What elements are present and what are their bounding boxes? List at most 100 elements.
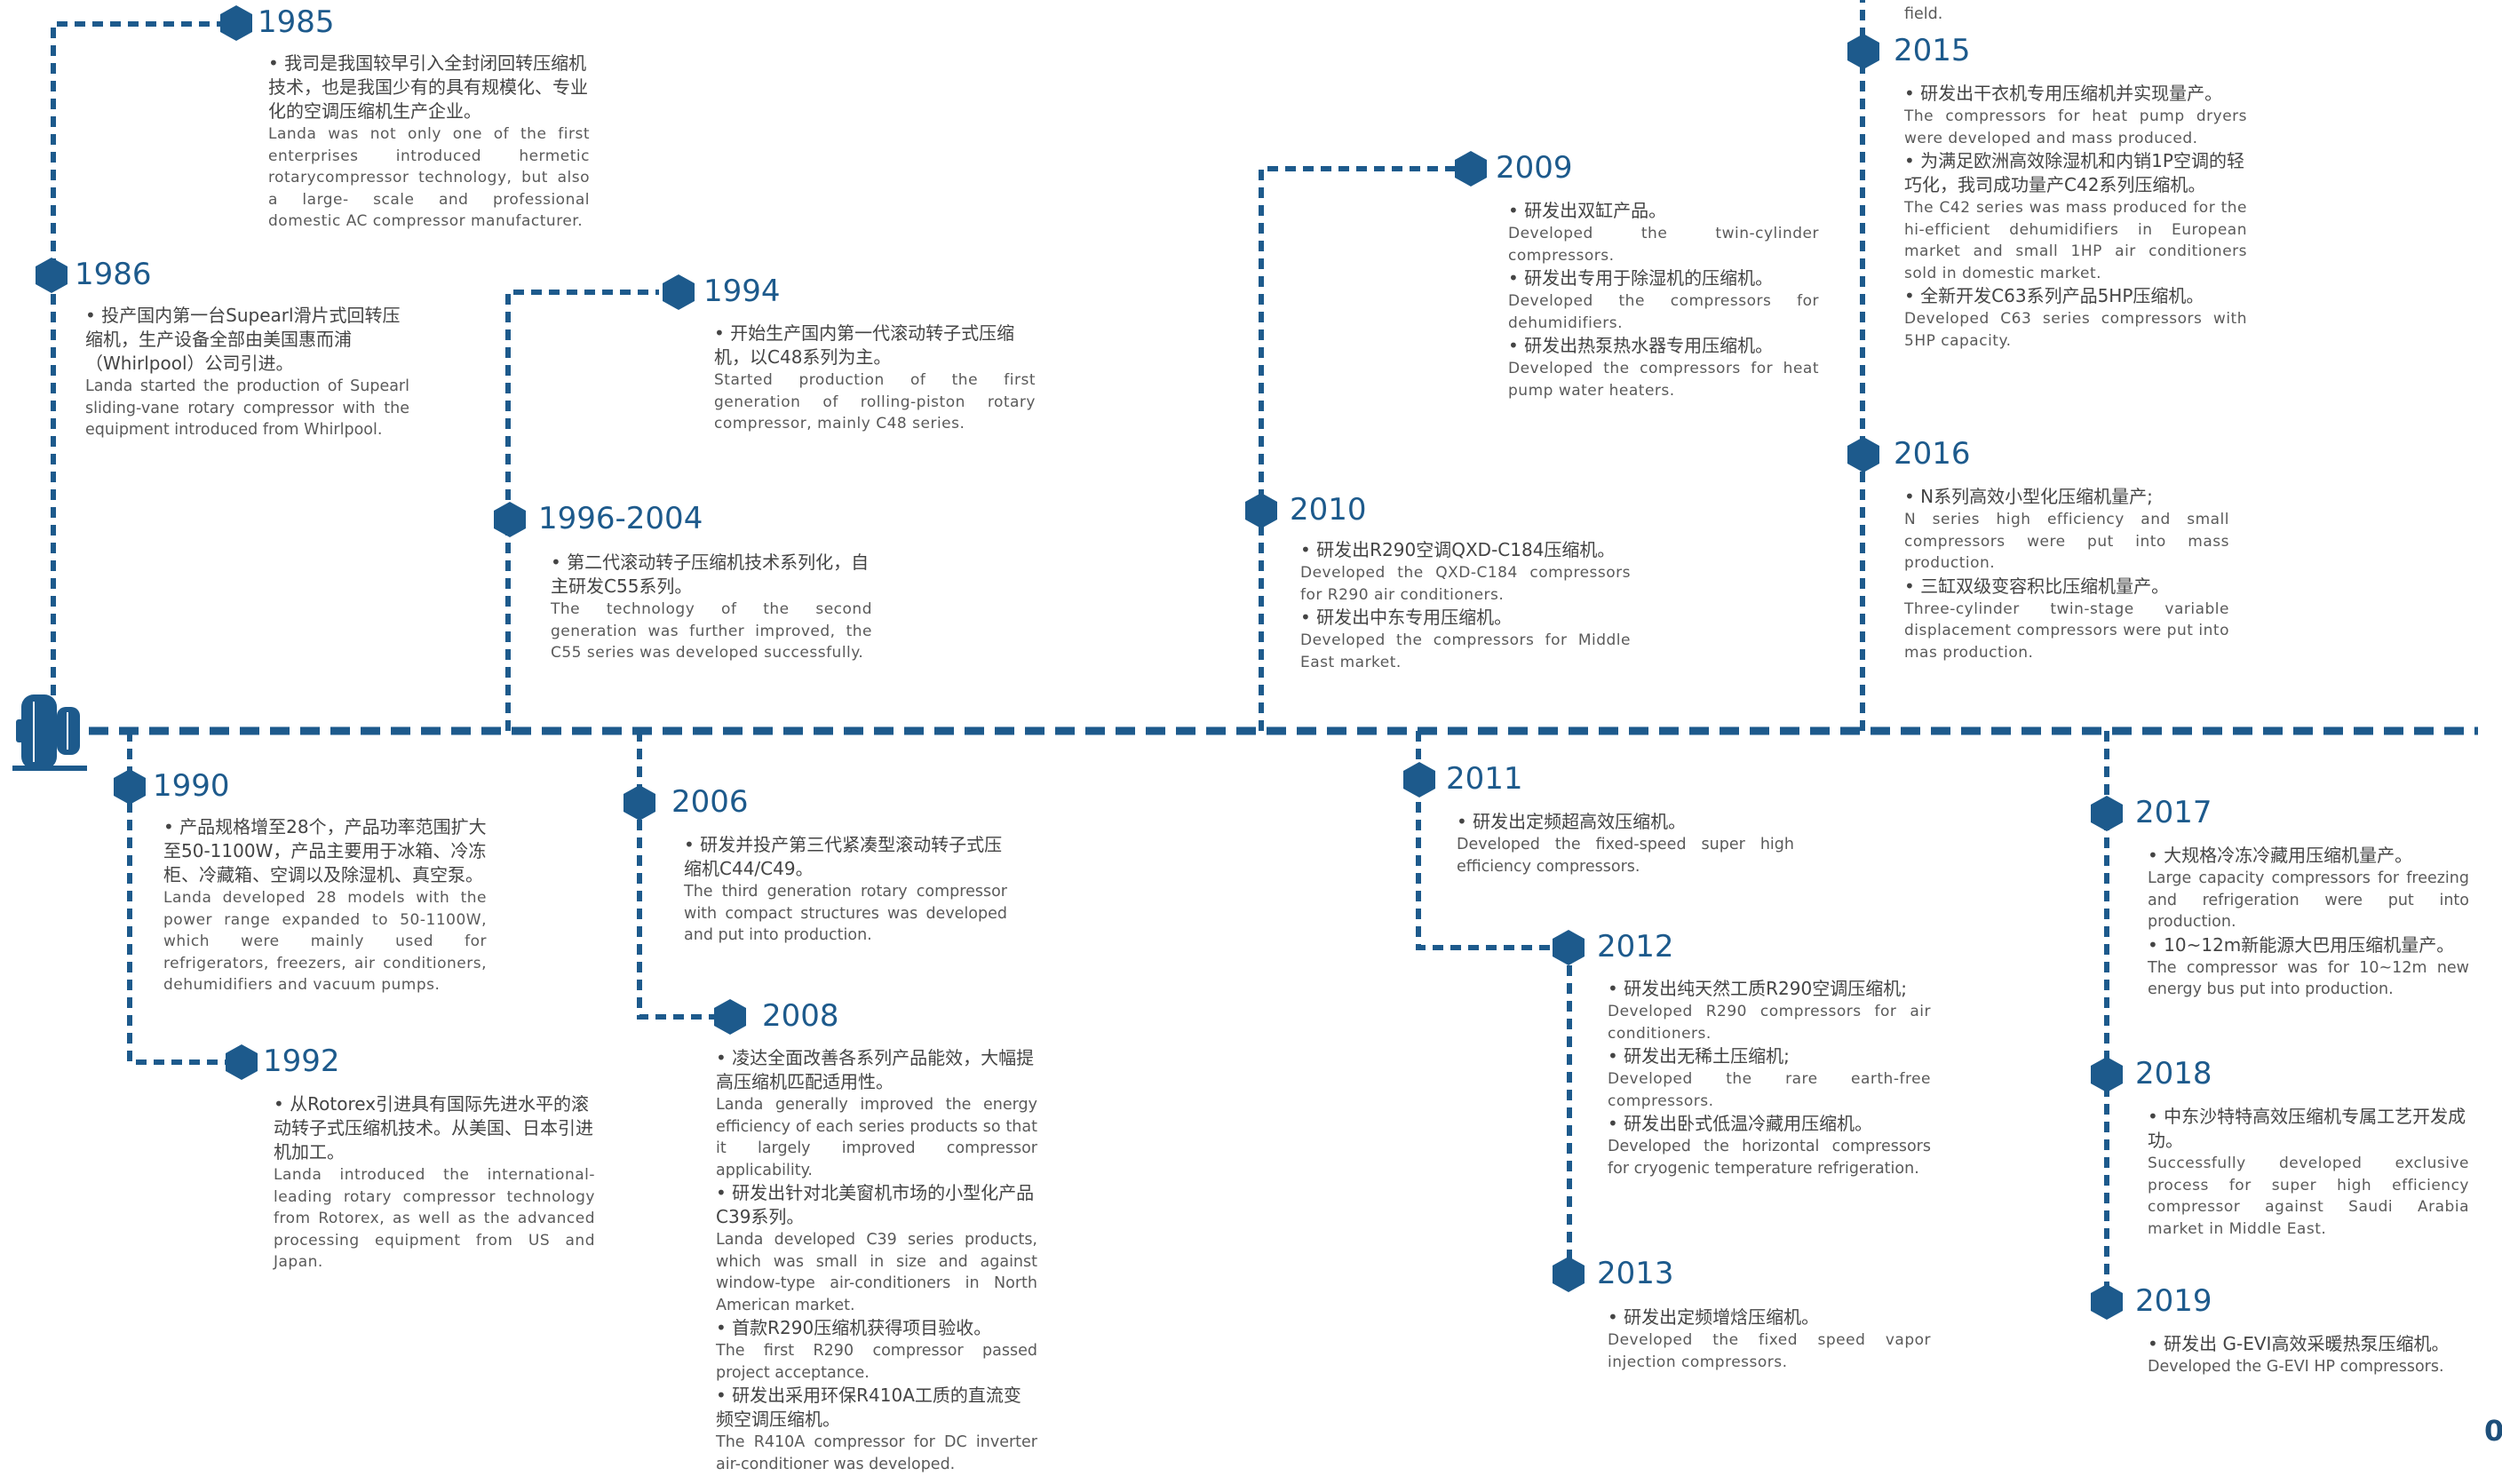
milestone-text-en: Developed the rare earth-free compressor… [1608, 1070, 1931, 1110]
milestone-text-en: The third generation rotary compressor w… [684, 883, 1007, 944]
milestone-text-en: The technology of the second generation … [551, 600, 872, 662]
milestone-description: • 研发出纯天然工质R290空调压缩机; Developed R290 comp… [1608, 977, 1931, 1179]
milestone-description: • 开始生产国内第一代滚动转子式压缩机，以C48系列为主。 Started pr… [714, 321, 1036, 435]
milestone-description: • 研发出定频增焓压缩机。 Developed the fixed speed … [1608, 1305, 1931, 1373]
milestone-text-zh: • N系列高效小型化压缩机量产; [1904, 486, 2153, 507]
milestone-text-zh: • 我司是我国较早引入全封闭回转压缩机技术，也是我国少有的具有规模化、专业化的空… [268, 52, 588, 122]
milestone-year: 1990 [153, 768, 230, 804]
milestone-text-en: Developed the fixed-speed super high eff… [1457, 836, 1794, 876]
milestone-description: • 研发并投产第三代紧凑型滚动转子式压缩机C44/C49。 The third … [684, 833, 1007, 947]
milestone-text-en: The C42 series was mass produced for the… [1904, 199, 2247, 282]
milestone-text-zh: • 从Rotorex引进具有国际先进水平的滚动转子式压缩机技术。从美国、日本引进… [274, 1093, 593, 1163]
milestone-year: 1992 [263, 1044, 340, 1079]
milestone-text-zh: • 投产国内第一台Supearl滑片式回转压缩机，生产设备全部由美国惠而浦（Wh… [85, 305, 401, 374]
milestone-year: 1985 [258, 4, 335, 40]
milestone-year: 2008 [762, 998, 839, 1034]
milestone-text-zh: • 研发出无稀土压缩机; [1608, 1045, 1790, 1067]
milestone-text-zh: • 研发出纯天然工质R290空调压缩机; [1608, 978, 1907, 999]
hexagon-marker-icon [114, 769, 146, 805]
hexagon-marker-icon [2091, 796, 2123, 831]
milestone-text-zh: • 研发出 G-EVI高效采暖热泵压缩机。 [2148, 1333, 2450, 1354]
milestone-text-zh: • 研发出采用环保R410A工质的直流变频空调压缩机。 [716, 1385, 1021, 1430]
milestone-text-en: The R410A compressor for DC inverter air… [716, 1433, 1037, 1473]
milestone-text-zh: • 为满足欧洲高效除湿机和内销1P空调的轻巧化，我司成功量产C42系列压缩机。 [1904, 150, 2244, 195]
connector-1985 [51, 21, 227, 731]
milestone-description: • 研发出R290空调QXD-C184压缩机。 Developed the QX… [1300, 538, 1631, 673]
milestone-text-zh: • 研发出卧式低温冷藏用压缩机。 [1608, 1113, 1873, 1134]
milestone-text-en: field. [1904, 5, 1943, 23]
milestone-year: 2019 [2135, 1283, 2212, 1319]
milestone-description: • 我司是我国较早引入全封闭回转压缩机技术，也是我国少有的具有规模化、专业化的空… [268, 52, 590, 233]
milestone-text-en: Large capacity compressors for freezing … [2148, 869, 2469, 931]
milestone-text-en: N series high efficiency and small compr… [1904, 511, 2229, 572]
milestone-description: • 大规格冷冻冷藏用压缩机量产。 Large capacity compress… [2148, 844, 2469, 1001]
milestone-text-en: The first R290 compressor passed project… [716, 1342, 1037, 1382]
milestone-text-zh: • 凌达全面改善各系列产品能效，大幅提高压缩机匹配适用性。 [716, 1047, 1035, 1092]
milestone-text-zh: • 三缸双级变容积比压缩机量产。 [1904, 575, 2170, 597]
milestone-text-en: Developed the QXD-C184 compressors for R… [1300, 564, 1631, 604]
milestone-text-en: Developed the horizontal compressors for… [1608, 1138, 1931, 1178]
milestone-text-zh: • 全新开发C63系列产品5HP压缩机。 [1904, 285, 2204, 306]
milestone-description: • 投产国内第一台Supearl滑片式回转压缩机，生产设备全部由美国惠而浦（Wh… [85, 304, 409, 441]
milestone-text-zh: • 大规格冷冻冷藏用压缩机量产。 [2148, 845, 2413, 866]
milestone-description: • 凌达全面改善各系列产品能效，大幅提高压缩机匹配适用性。 Landa gene… [716, 1046, 1037, 1475]
milestone-text-en: The compressor was for 10~12m new energy… [2148, 958, 2469, 999]
milestone-text-zh: • 研发并投产第三代紧凑型滚动转子式压缩机C44/C49。 [684, 834, 1003, 879]
hexagon-marker-icon [1455, 151, 1487, 186]
milestone-text-zh: • 研发出R290空调QXD-C184压缩机。 [1300, 539, 1616, 560]
milestone-description: • 研发出干衣机专用压缩机并实现量产。 The compressors for … [1904, 82, 2247, 352]
milestone-text-en: Developed the compressors for Middle Eas… [1300, 631, 1631, 671]
hexagon-marker-icon [1847, 34, 1879, 69]
hexagon-marker-icon [1245, 493, 1277, 528]
milestone-description: • 研发出双缸产品。 Developed the twin-cylinder c… [1508, 199, 1819, 401]
hexagon-marker-icon [663, 274, 695, 310]
milestone-year: 2013 [1597, 1256, 1674, 1291]
milestone-description: • 产品规格增至28个，产品功率范围扩大至50-1100W，产品主要用于冰箱、冷… [163, 815, 487, 996]
milestone-year: 1994 [703, 274, 781, 309]
milestone-text-en: Landa generally improved the energy effi… [716, 1096, 1037, 1179]
milestone-text-zh: • 第二代滚动转子压缩机技术系列化，自主研发C55系列。 [551, 552, 870, 597]
connector-2009 [1259, 166, 1458, 731]
hexagon-marker-icon [226, 1044, 258, 1080]
hexagon-marker-icon [1553, 1257, 1585, 1292]
milestone-text-zh: • 产品规格增至28个，产品功率范围扩大至50-1100W，产品主要用于冰箱、冷… [163, 816, 487, 885]
milestone-year: 2012 [1597, 929, 1674, 964]
milestone-year: 1996-2004 [538, 501, 703, 536]
milestone-description: • 研发出 G-EVI高效采暖热泵压缩机。 Developed the G-EV… [2148, 1332, 2469, 1378]
hexagon-marker-icon [1847, 437, 1879, 472]
milestone-text-en: Three-cylinder twin-stage variable displ… [1904, 599, 2229, 662]
hexagon-marker-icon [2091, 1057, 2123, 1092]
hexagon-marker-icon [36, 258, 68, 293]
hexagon-marker-icon [1403, 762, 1435, 798]
milestone-text-zh: • 首款R290压缩机获得项目验收。 [716, 1317, 992, 1338]
page-number: 0 [2484, 1414, 2502, 1448]
milestone-description: • 第二代滚动转子压缩机技术系列化，自主研发C55系列。 The technol… [551, 551, 872, 664]
milestone-text-en: Successfully developed exclusive process… [2148, 1155, 2469, 1238]
milestone-year: 2018 [2135, 1056, 2212, 1091]
milestone-description: • N系列高效小型化压缩机量产; N series high efficienc… [1904, 485, 2229, 663]
milestone-text-en: Started production of the first generati… [714, 371, 1036, 433]
milestone-year: 2011 [1446, 761, 1523, 797]
hexagon-marker-icon [2091, 1284, 2123, 1320]
milestone-text-en: Landa developed 28 models with the power… [163, 889, 487, 994]
milestone-text-zh: • 研发出定频超高效压缩机。 [1457, 811, 1687, 832]
milestone-year: 2009 [1496, 150, 1573, 186]
milestone-text-en: Landa was not only one of the first ente… [268, 125, 590, 230]
milestone-text-zh: • 研发出专用于除湿机的压缩机。 [1508, 267, 1774, 289]
milestone-text-zh: • 中东沙特特高效压缩机专属工艺开发成功。 [2148, 1106, 2466, 1151]
milestone-year: 2006 [671, 784, 749, 820]
milestone-year: 2010 [1290, 492, 1367, 528]
milestone-text-en: Landa introduced the international-leadi… [274, 1166, 595, 1271]
milestone-year: 2017 [2135, 795, 2212, 830]
connector-1990 [127, 731, 229, 1065]
milestone-text-zh: • 研发出中东专用压缩机。 [1300, 607, 1513, 628]
milestone-description: • 研发出定频超高效压缩机。 Developed the fixed-speed… [1457, 810, 1794, 877]
milestone-text-zh: • 研发出热泵热水器专用压缩机。 [1508, 335, 1774, 356]
milestone-text-en: Developed the G-EVI HP compressors. [2148, 1358, 2444, 1376]
hexagon-marker-icon [1553, 930, 1585, 965]
connector-1994 [505, 290, 659, 731]
milestone-text-en: Developed R290 compressors for air condi… [1608, 1003, 1931, 1043]
compressor-icon [12, 694, 87, 771]
hexagon-marker-icon [220, 5, 252, 41]
connector-2011 [1416, 731, 1554, 950]
